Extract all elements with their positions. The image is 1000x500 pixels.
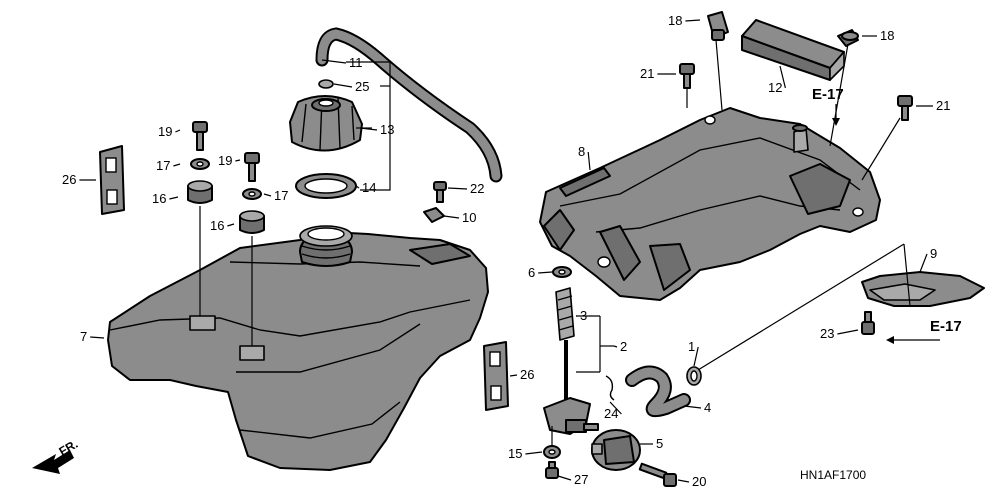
- fuel-hose: [625, 365, 691, 418]
- callout-3: 3: [580, 308, 587, 323]
- callout-leader: [90, 336, 105, 339]
- clip-24: [605, 375, 615, 401]
- fuel-strainer: [555, 287, 575, 400]
- callout-22: 22: [470, 181, 484, 196]
- callout-leader: [683, 405, 702, 409]
- callout-leader: [173, 163, 181, 167]
- callout-leader: [525, 451, 543, 455]
- rubber-strap-upper: [99, 145, 125, 215]
- callout-leader: [321, 59, 347, 64]
- bolt-23: [861, 311, 875, 335]
- callout-leader: [355, 185, 360, 189]
- fuel-tank: [107, 225, 489, 471]
- callout-leader: [609, 401, 622, 415]
- fuel-tank-cover: [539, 107, 881, 301]
- callout-1: 1: [688, 339, 695, 354]
- callout-18: 18: [880, 28, 894, 43]
- callout-17: 17: [274, 188, 288, 203]
- callout-8: 8: [578, 144, 585, 159]
- callout-24: 24: [604, 406, 618, 421]
- callout-leader: [169, 196, 179, 200]
- callout-leader: [227, 223, 235, 227]
- heat-insulator: [697, 243, 985, 371]
- callout-leader: [693, 346, 699, 367]
- callout-leader: [235, 159, 241, 162]
- diagram-code: HN1AF1700: [800, 468, 866, 482]
- callout-5: 5: [656, 436, 663, 451]
- callout-19: 19: [218, 153, 232, 168]
- screw-22: [433, 181, 447, 203]
- callout-27: 27: [574, 472, 588, 487]
- mount-hardware-left: [187, 121, 213, 316]
- hose-clip: [686, 366, 702, 386]
- callout-23: 23: [820, 326, 834, 341]
- callout-9: 9: [930, 246, 937, 261]
- breather-tube: [315, 27, 503, 183]
- callout-16: 16: [210, 218, 224, 233]
- callout-17: 17: [156, 158, 170, 173]
- callout-20: 20: [692, 474, 706, 489]
- bolt-21-left: [679, 63, 695, 108]
- callout-16: 16: [152, 191, 166, 206]
- front-marker: FR.: [57, 437, 81, 459]
- callout-14: 14: [362, 180, 376, 195]
- foam-pad: [741, 19, 845, 81]
- callout-leader: [359, 127, 378, 131]
- ref-arrow-lower: [886, 336, 940, 344]
- callout-leader: [447, 187, 468, 190]
- bolt-27: [545, 461, 559, 479]
- clip-18-left: [707, 11, 729, 41]
- callout-leader: [919, 253, 928, 273]
- callout-leader: [263, 193, 272, 197]
- callout-26: 26: [62, 172, 76, 187]
- fuel-cap: [289, 95, 363, 152]
- callout-labels: 1125131419191717161626262210718182121128…: [62, 13, 950, 489]
- callout-12: 12: [768, 80, 782, 95]
- valve-lever: [591, 429, 641, 471]
- callout-25: 25: [355, 79, 369, 94]
- callout-leader: [837, 329, 859, 335]
- washer-6: [552, 266, 572, 278]
- cap-gasket: [295, 173, 357, 199]
- callout-7: 7: [80, 329, 87, 344]
- clip-10: [423, 207, 445, 223]
- ref-label-lower: E-17: [930, 318, 962, 335]
- callout-10: 10: [462, 210, 476, 225]
- tube-clip: [318, 79, 334, 89]
- bolt-21-right: [897, 95, 913, 121]
- mount-hardware-right: [239, 152, 265, 346]
- callout-21: 21: [936, 98, 950, 113]
- callout-leader: [557, 475, 572, 481]
- bolt-20: [638, 462, 677, 487]
- washer-15: [543, 426, 561, 459]
- callout-leader: [538, 271, 553, 274]
- callout-13: 13: [380, 122, 394, 137]
- callout-leader: [587, 151, 591, 171]
- callout-leader: [779, 65, 786, 89]
- ref-arrow-upper: [832, 104, 840, 126]
- callout-18: 18: [668, 13, 682, 28]
- callout-19: 19: [158, 124, 172, 139]
- callout-leader: [443, 215, 460, 219]
- callout-leader: [685, 19, 701, 22]
- callout-2: 2: [620, 339, 627, 354]
- callout-leader: [613, 345, 618, 348]
- front-direction-arrow-icon: [32, 450, 74, 474]
- callout-26: 26: [520, 367, 534, 382]
- callout-15: 15: [508, 446, 522, 461]
- callout-21: 21: [640, 66, 654, 81]
- callout-leader: [509, 374, 518, 377]
- callout-leader: [333, 83, 353, 88]
- callout-leader: [677, 479, 690, 483]
- callout-4: 4: [704, 400, 711, 415]
- callout-6: 6: [528, 265, 535, 280]
- rubber-strap-lower: [483, 341, 509, 411]
- callout-11: 11: [349, 55, 363, 70]
- callout-leader: [175, 129, 181, 133]
- clip-18-right: [837, 29, 859, 47]
- fuel-valve: [543, 397, 599, 435]
- ref-label-upper: E-17: [812, 86, 844, 103]
